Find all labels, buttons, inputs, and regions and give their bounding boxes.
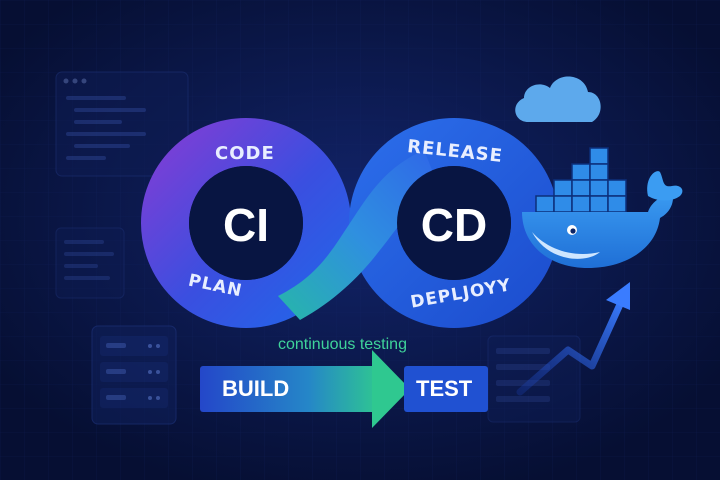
cd-hole [397,166,511,280]
build-label: BUILD [222,376,290,401]
ci-hole [189,166,303,280]
build-test-flow [200,350,488,428]
growth-arrow-icon [516,282,630,396]
cloud-icon [515,76,601,122]
server-rack-icon [91,325,177,425]
test-label: TEST [416,376,473,401]
ci-loop [141,118,351,328]
list-panel-icon [55,227,125,299]
continuous-testing-caption: continuous testing [278,336,407,353]
code-stage-label: CODE [215,143,275,164]
code-window-icon [55,71,189,177]
ci-title: CI [223,199,269,251]
loop-crossing [278,150,440,320]
cd-title: CD [420,199,488,251]
docker-whale-icon [522,147,683,268]
